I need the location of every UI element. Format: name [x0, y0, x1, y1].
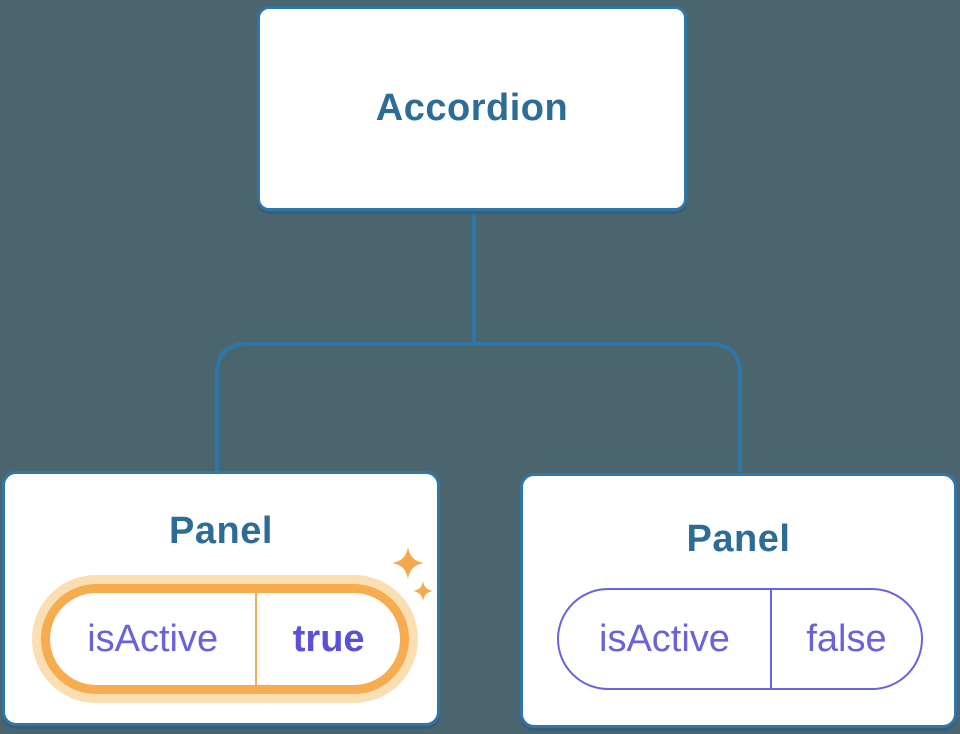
panel-node-label: Panel [686, 518, 791, 560]
prop-value-label: false [769, 590, 921, 688]
state-pill-active: isActive true [41, 584, 409, 694]
accordion-node-label: Accordion [375, 87, 569, 129]
state-pill-inactive: isActive false [557, 588, 923, 690]
sparkles-icon [392, 547, 433, 601]
panel-node-active: Panel isActive true [2, 471, 440, 726]
connector-branch [215, 342, 742, 472]
panel-node-inactive: Panel isActive false [520, 473, 957, 728]
prop-name-label: isActive [599, 617, 730, 660]
prop-name-label: isActive [87, 617, 219, 660]
prop-value-label: true [255, 593, 400, 685]
panel-node-label: Panel [169, 510, 273, 552]
accordion-node: Accordion [257, 6, 687, 211]
